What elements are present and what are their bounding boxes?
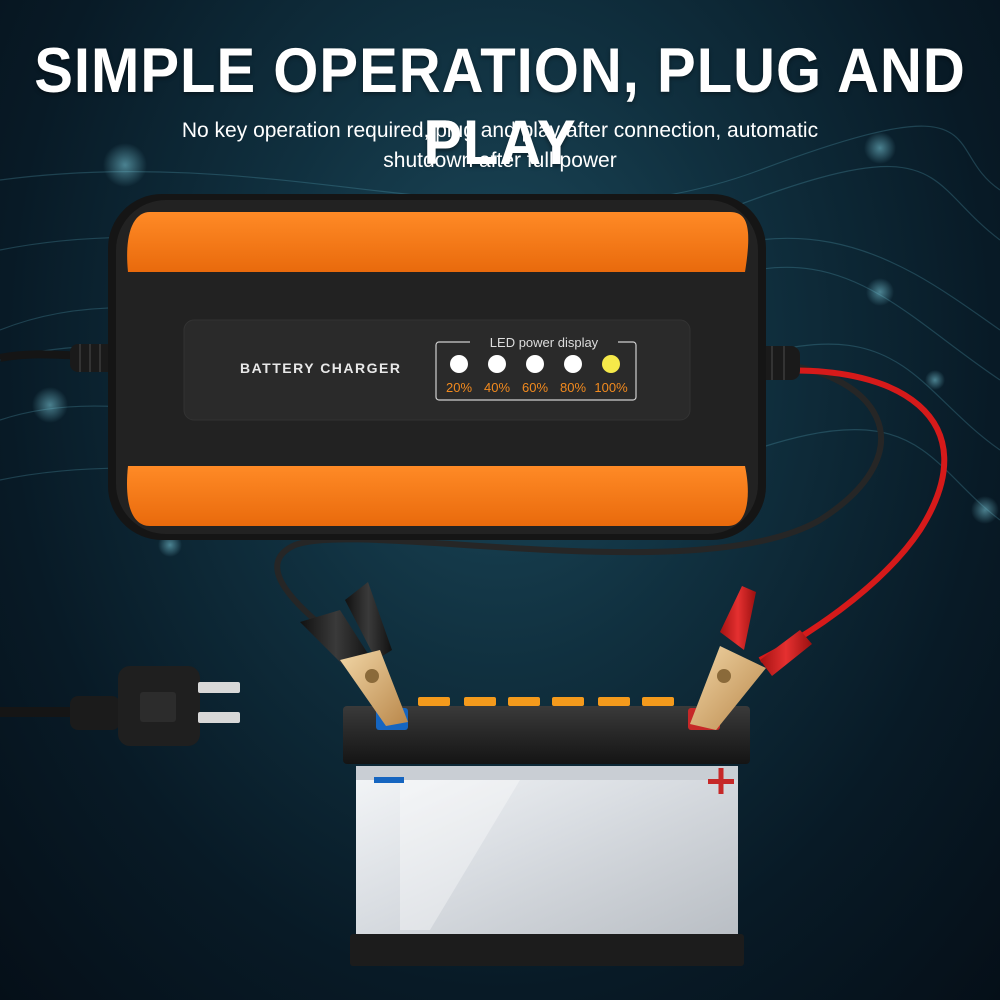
headline: SIMPLE OPERATION, PLUG AND PLAY [34,35,966,179]
led-dot-3 [526,355,544,373]
led-label-3: 60% [521,380,549,395]
led-dot-5 [602,355,620,373]
red-clamp-cable [758,367,948,663]
led-label-4: 80% [559,380,587,395]
black-clamp-cable [274,359,884,643]
charger-top-stripe [127,212,749,272]
positive-marker [708,768,734,794]
car-battery [343,697,750,966]
led-label-5: 100% [594,380,628,395]
led-display-title: LED power display [470,335,618,350]
red-clamp [690,586,812,730]
ac-cable-strain-relief [70,344,118,372]
led-label-1: 20% [445,380,473,395]
battery-case [356,766,738,936]
subtitle: No key operation required, plug and play… [181,119,819,172]
battery-base [350,934,744,966]
battery-lid [343,706,750,764]
charger-label: BATTERY CHARGER [240,360,402,376]
led-dot-1 [450,355,468,373]
led-indicators [450,355,620,373]
bokeh-glows [32,132,999,557]
ac-plug [0,666,240,746]
negative-marker [374,777,404,783]
battery-vent-caps [418,697,674,706]
led-dot-2 [488,355,506,373]
battery-charger [108,194,766,540]
led-dot-4 [564,355,582,373]
led-label-2: 40% [483,380,511,395]
black-clamp [300,582,408,726]
charger-bottom-stripe [126,466,748,526]
